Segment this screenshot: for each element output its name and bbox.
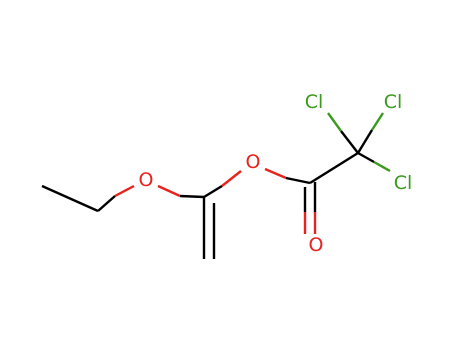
bond-carbonyl-ccl3 [309, 151, 359, 185]
atom-cl-right: Cl [384, 91, 403, 113]
bond-vinyl-o-ester-c [203, 184, 223, 199]
bond-ccl3-cl-right-cl [370, 112, 385, 131]
bond-ccl3-cl-left-cl [327, 112, 342, 132]
bond-ccl3-cl-left-c [340, 130, 359, 154]
bond-o-ester-carbonyl-c [285, 176, 311, 185]
atom-cl-left: Cl [305, 91, 324, 113]
bond-o-ether-vinyl-c [179, 194, 205, 199]
bond-ch3-ch2 [41, 184, 99, 213]
bond-ch2-o-ether-o [114, 184, 135, 198]
bond-ch2-o-ether-c [97, 195, 116, 212]
atom-cl-lower: Cl [394, 172, 413, 194]
bond-ccl3-cl-lower-cl [373, 160, 391, 173]
bond-o-ester-carbonyl-o [264, 167, 287, 180]
bond-vinyl-o-ester-o [221, 170, 242, 187]
bond-ccl3-cl-right-c [356, 129, 374, 154]
bond-ccl3-cl-lower-c [357, 151, 375, 164]
atom-o-ether: O [139, 169, 154, 191]
atom-o-carbonyl: O [309, 234, 324, 256]
bond-o-ether-vinyl-o [157, 184, 181, 198]
atom-o-ester: O [246, 151, 261, 173]
